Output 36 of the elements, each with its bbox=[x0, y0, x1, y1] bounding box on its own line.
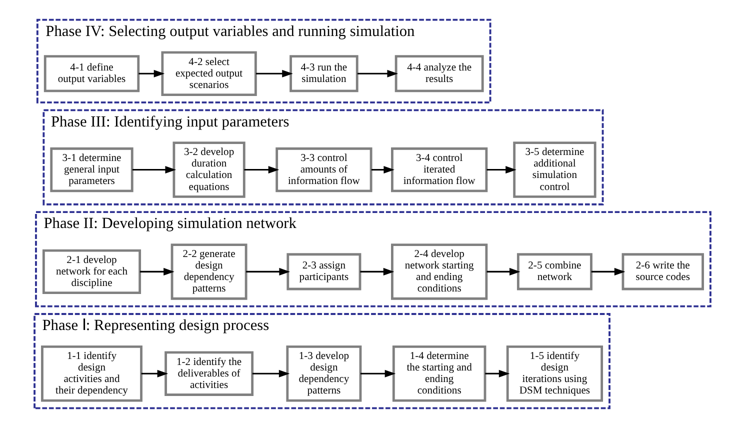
arrow bbox=[140, 370, 168, 378]
arrow bbox=[370, 166, 394, 174]
arrow bbox=[484, 370, 510, 378]
node-box: 1-3 develop design dependency patterns bbox=[286, 345, 362, 402]
node-box: 2-3 assign participants bbox=[286, 253, 361, 290]
arrow bbox=[486, 268, 520, 276]
node-box: 2-6 write the source codes bbox=[621, 253, 704, 290]
node-box: 3-4 control iterated information flow bbox=[390, 147, 488, 192]
node-box: 4-2 select expected output scenarios bbox=[160, 51, 256, 96]
node-box: 4-4 analyze the results bbox=[394, 55, 484, 92]
node-box: 1-1 identify design activities and their dependency bbox=[40, 345, 142, 402]
arrow bbox=[132, 166, 176, 174]
node-box: 2-5 combine network bbox=[516, 253, 592, 290]
arrow bbox=[360, 370, 396, 378]
node-box: 3-5 determine additional simulation control bbox=[512, 142, 596, 198]
node-box: 3-2 develop duration calculation equations bbox=[172, 142, 245, 198]
arrow bbox=[356, 70, 398, 78]
arrow bbox=[246, 268, 290, 276]
node-box: 4-1 define output variables bbox=[43, 55, 140, 92]
node-box: 2-1 develop network for each discipline bbox=[42, 249, 141, 294]
arrow bbox=[486, 166, 516, 174]
arrow bbox=[590, 268, 625, 276]
node-box: 1-2 identify the deliverables of activities bbox=[164, 351, 254, 396]
node-box: 1-4 determine the starting and ending conditions bbox=[392, 345, 486, 402]
arrow bbox=[255, 70, 292, 78]
arrow bbox=[244, 166, 279, 174]
node-box: 2-4 develop network starting and ending conditions bbox=[390, 244, 488, 300]
arrow bbox=[360, 268, 394, 276]
arrow bbox=[139, 268, 174, 276]
arrow bbox=[138, 70, 164, 78]
arrow bbox=[252, 370, 290, 378]
node-box: 3-1 determine general input parameters bbox=[50, 147, 133, 192]
node-box: 3-3 control amounts of information flow bbox=[275, 147, 372, 192]
node-box: 2-2 generate design dependency patterns bbox=[170, 244, 247, 300]
node-box: 4-3 run the simulation bbox=[289, 55, 358, 92]
node-box: 1-5 identify design iterations using DSM techniques bbox=[506, 345, 603, 402]
